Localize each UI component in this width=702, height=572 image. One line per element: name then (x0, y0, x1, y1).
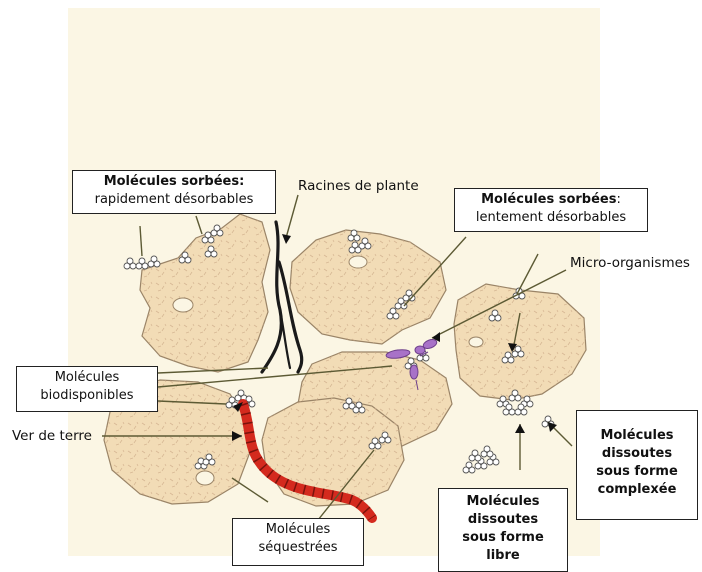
label-sorbed-slow-colon: : (617, 192, 621, 207)
label-sequestered-line1: Molécules (237, 521, 359, 539)
label-microorganisms: Micro-organismes (570, 255, 690, 272)
label-dissolved-complex-4: complexée (581, 481, 693, 499)
label-sorbed-fast-sub: rapidement désorbables (77, 191, 271, 209)
label-sorbed-slow-title: Molécules sorbées (481, 192, 616, 207)
label-dissolved-free: Molécules dissoutes sous forme libre (438, 488, 568, 572)
label-sequestered-line2: séquestrées (237, 539, 359, 557)
label-dissolved-complex-1: Molécules (581, 427, 693, 445)
label-dissolved-complex-3: sous forme (581, 463, 693, 481)
label-earthworm: Ver de terre (12, 428, 92, 445)
label-bioavailable: Molécules biodisponibles (16, 366, 158, 412)
label-dissolved-free-3: sous forme (443, 529, 563, 547)
label-bioavailable-line1: Molécules (21, 369, 153, 387)
label-sequestered: Molécules séquestrées (232, 518, 364, 566)
label-bioavailable-line2: biodisponibles (21, 387, 153, 405)
label-dissolved-complex-2: dissoutes (581, 445, 693, 463)
label-sorbed-slow: Molécules sorbées: lentement désorbables (454, 188, 648, 232)
label-sorbed-fast: Molécules sorbées: rapidement désorbable… (72, 170, 276, 214)
label-dissolved-free-1: Molécules (443, 493, 563, 511)
label-roots: Racines de plante (298, 178, 419, 195)
label-sorbed-slow-sub: lentement désorbables (459, 209, 643, 227)
label-dissolved-free-4: libre (443, 547, 563, 565)
label-dissolved-free-2: dissoutes (443, 511, 563, 529)
label-sorbed-fast-title: Molécules sorbées: (77, 173, 271, 191)
label-dissolved-complex: Molécules dissoutes sous forme complexée (576, 410, 698, 520)
